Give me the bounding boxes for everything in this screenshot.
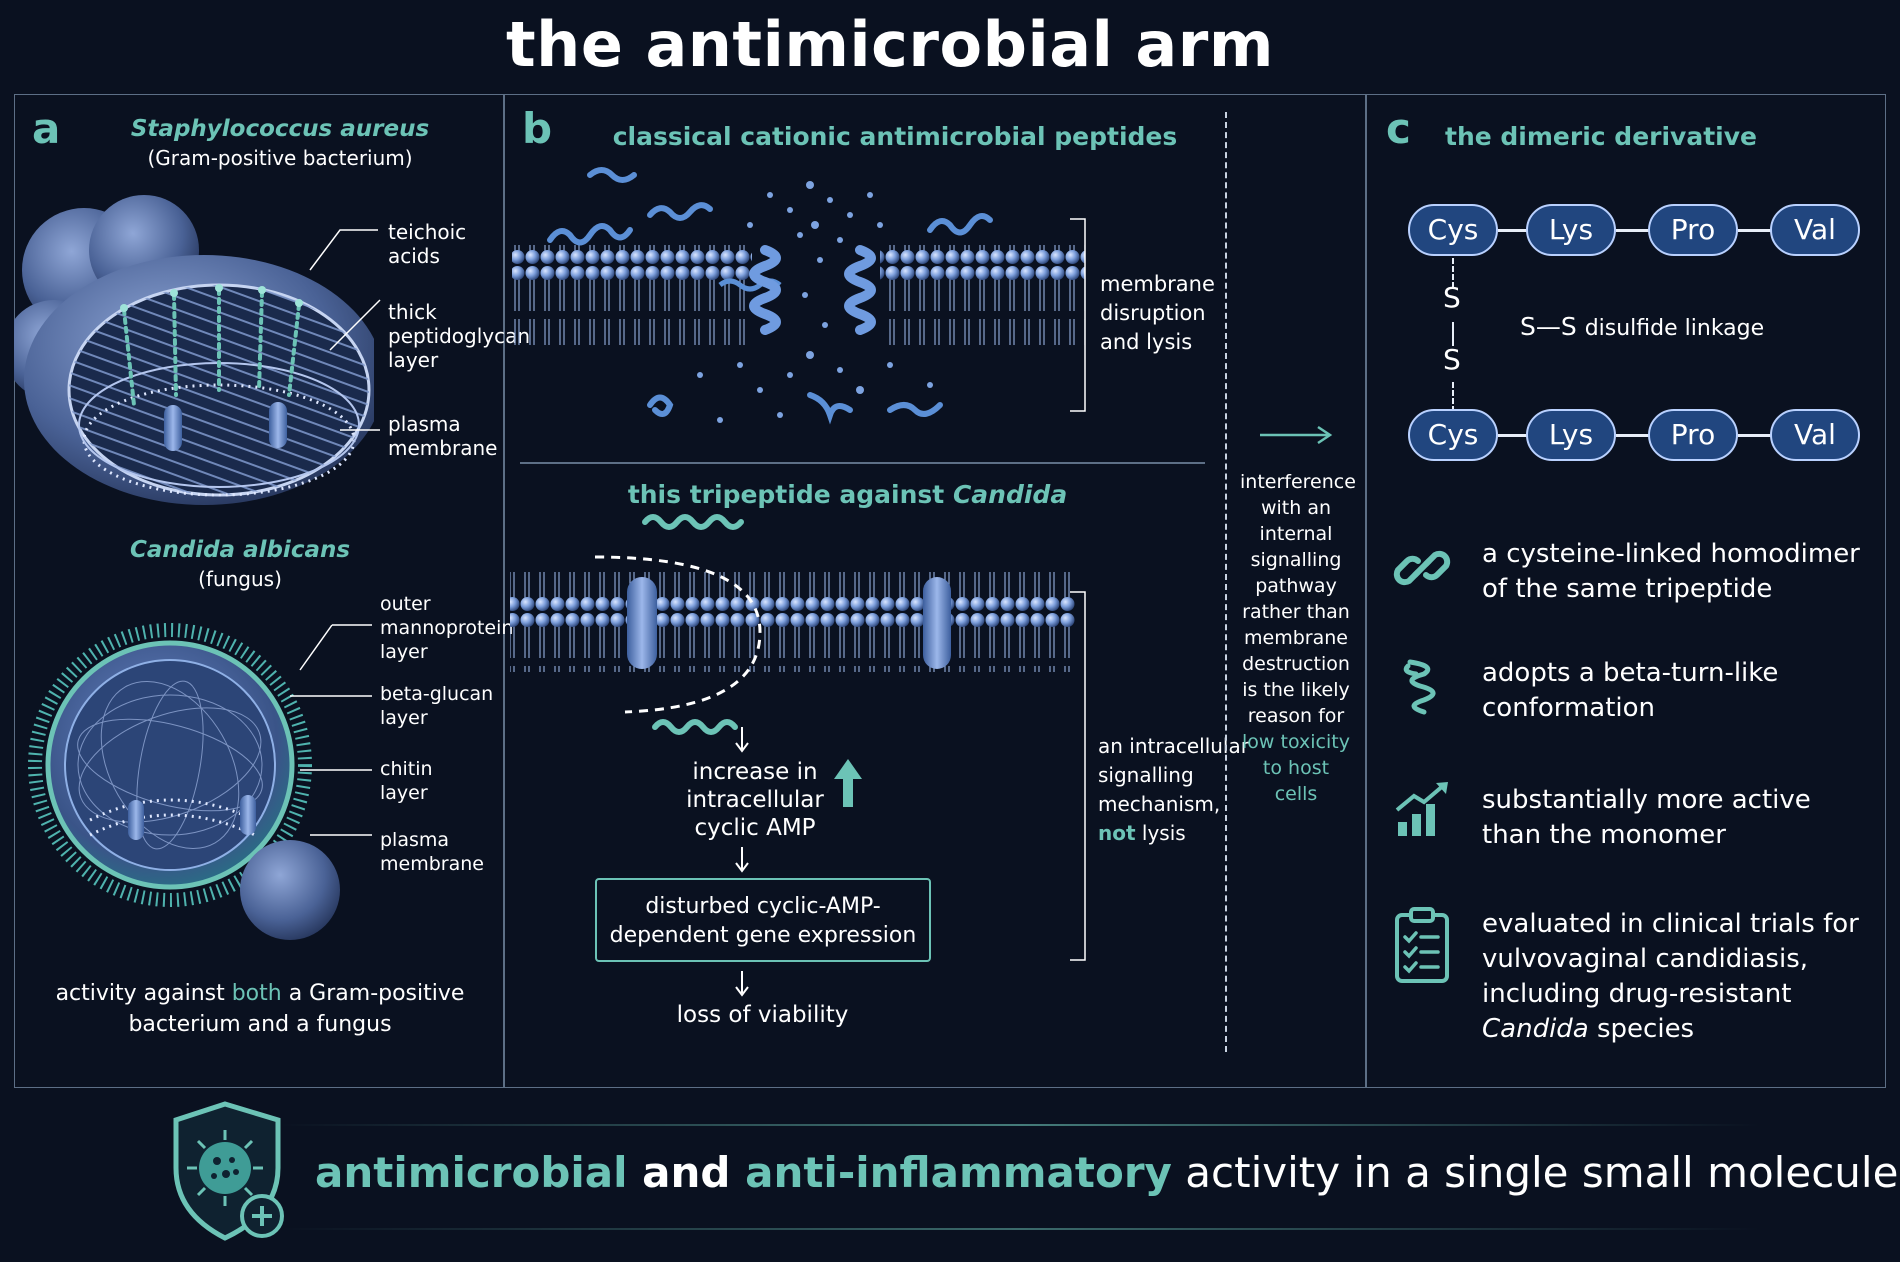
bacterium-name: Staphylococcus aureus [130, 116, 430, 142]
peptide-bond-1c [1738, 229, 1772, 232]
peptide-bond-2b [1616, 434, 1650, 437]
dimeric-derivative-heading: the dimeric derivative [1445, 122, 1757, 151]
helix-icon [1403, 659, 1436, 715]
membrane-disruption-bracket [1070, 218, 1086, 412]
bacterium-label-lines [309, 229, 381, 431]
bacterium-subtitle: (Gram-positive bacterium) [147, 146, 413, 170]
panel-b-label: b [522, 104, 553, 153]
residue-lys-1: Lys [1526, 204, 1616, 256]
panel-b-divider [520, 462, 1205, 464]
disulfide-bond-line-bottom [1452, 382, 1454, 412]
staphylococcus-illustration [14, 195, 374, 505]
fungus-subtitle: (fungus) [198, 567, 282, 591]
page-title: the antimicrobial arm [506, 8, 1274, 81]
disulfide-bond-line-top [1452, 258, 1454, 288]
panel-c-frame [1365, 94, 1886, 1088]
growth-chart-icon [1395, 782, 1448, 836]
candida-illustration [28, 623, 340, 940]
disulfide-bond-line-mid [1452, 322, 1454, 346]
chain-link-icon [1393, 550, 1451, 586]
fungus-name: Candida albicans [129, 537, 351, 563]
membrane-disruption-illustration [512, 167, 1085, 425]
increase-arrow-icon [834, 759, 862, 807]
classical-amp-heading: classical cationic antimicrobial peptide… [612, 122, 1178, 151]
peptide-bond-1a [1498, 229, 1528, 232]
clipboard-icon [1395, 907, 1449, 983]
tripeptide-membrane-illustration [510, 514, 1075, 735]
flow-arrow-icon [1260, 425, 1333, 445]
gene-expression-box: disturbed cyclic-AMP-dependent gene expr… [595, 878, 931, 962]
tripeptide-heading: this tripeptide against Candida [627, 480, 1068, 509]
sulfur-atom-2: S [1443, 343, 1461, 376]
residue-pro-2: Pro [1648, 409, 1738, 461]
peptide-bond-1b [1616, 229, 1650, 232]
footer-divider-bottom [280, 1228, 1760, 1230]
sulfur-atom-1: S [1443, 281, 1461, 314]
peptide-bond-2c [1738, 434, 1772, 437]
step-arrows [735, 727, 749, 997]
residue-lys-2: Lys [1526, 409, 1616, 461]
fungus-label-lines [290, 624, 372, 836]
peptide-bond-2a [1498, 434, 1528, 437]
panel-a-frame [14, 94, 505, 1088]
loss-of-viability-step: loss of viability [676, 1002, 849, 1028]
residue-cys-1: Cys [1408, 204, 1498, 256]
panel-c-label: c [1386, 104, 1411, 153]
panel-b-frame [503, 94, 1367, 1088]
residue-pro-1: Pro [1648, 204, 1738, 256]
disulfide-linkage-label: S—S disulfide linkage [1520, 312, 1765, 341]
residue-val-1: Val [1770, 204, 1860, 256]
residue-val-2: Val [1770, 409, 1860, 461]
panel-a-label: a [32, 104, 61, 153]
footer-summary: antimicrobial and anti-inflammatory acti… [315, 1148, 1899, 1197]
footer-divider-top [280, 1124, 1760, 1126]
dashed-separator [1225, 112, 1227, 1052]
mechanism-bracket [1070, 591, 1086, 961]
shield-virus-icon [173, 1101, 284, 1241]
residue-cys-2: Cys [1408, 409, 1498, 461]
